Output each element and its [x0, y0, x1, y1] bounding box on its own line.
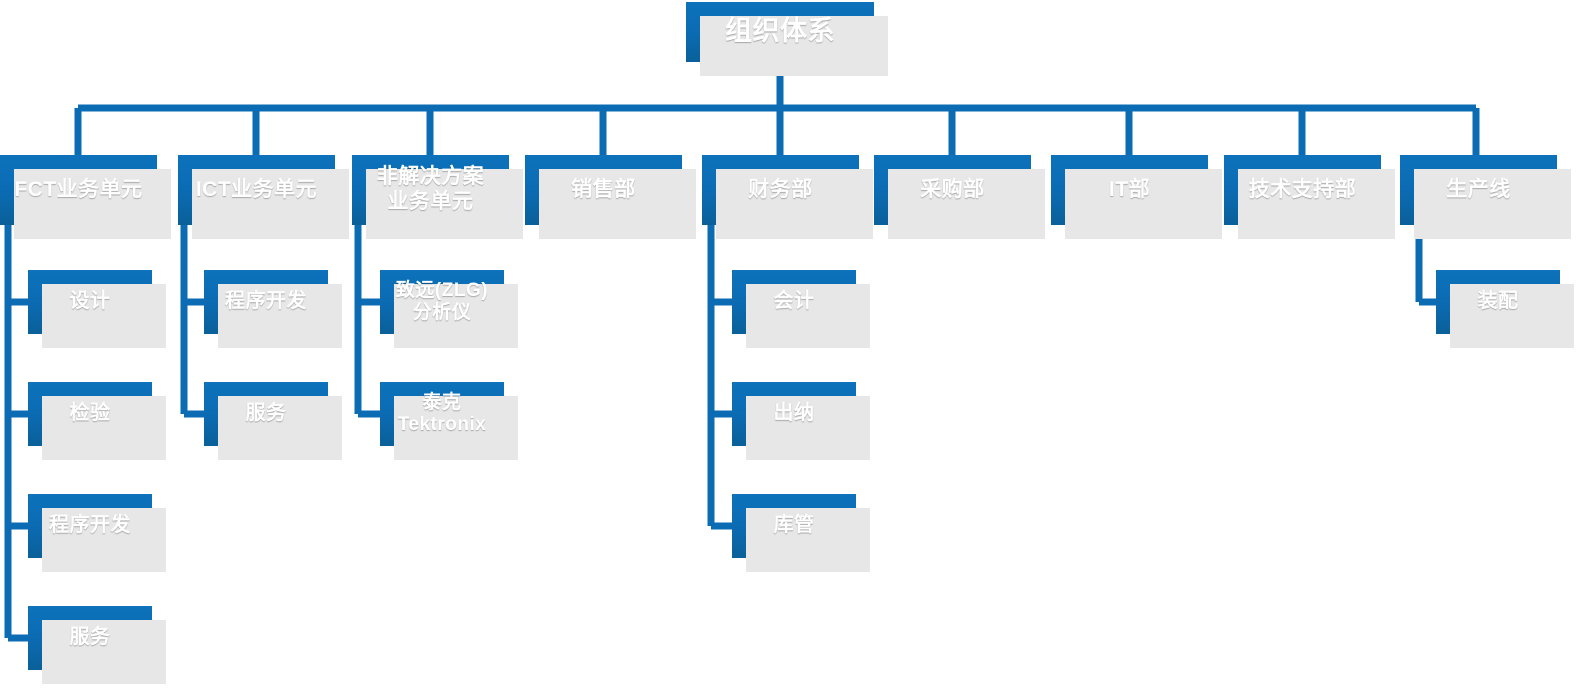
node-ict-business-unit[interactable]: ICT业务单元 [178, 155, 349, 239]
node-non-solution-business-unit[interactable]: 非解决方案 业务单元 [352, 155, 523, 239]
node-ict-program-development[interactable]: 程序开发 [204, 270, 342, 348]
node-ict-program-development-label: 程序开发 [225, 290, 307, 313]
node-root[interactable]: 组织体系 [686, 2, 888, 76]
node-production-line-label: 生产线 [1446, 177, 1511, 201]
node-finance-department[interactable]: 财务部 [702, 155, 873, 239]
node-non-solution-business-unit-label: 非解决方案 业务单元 [376, 165, 485, 213]
node-fct-business-unit-label: FCT业务单元 [14, 177, 143, 201]
node-it-department-label: IT部 [1108, 177, 1151, 201]
node-finance-warehouse-label: 库管 [773, 514, 815, 537]
node-non-solution-tektronix[interactable]: 泰克 Tektronix [380, 382, 518, 460]
node-ict-service[interactable]: 服务 [204, 382, 342, 460]
node-fct-design[interactable]: 设计 [28, 270, 166, 348]
node-tech-support-department-label: 技术支持部 [1248, 177, 1357, 201]
node-root-label: 组织体系 [725, 16, 835, 47]
node-fct-program-development[interactable]: 程序开发 [28, 494, 166, 572]
node-finance-department-label: 财务部 [748, 177, 813, 201]
node-fct-inspection[interactable]: 检验 [28, 382, 166, 460]
node-fct-service[interactable]: 服务 [28, 606, 166, 684]
node-sales-department[interactable]: 销售部 [525, 155, 696, 239]
node-production-assembly-label: 装配 [1477, 290, 1519, 313]
node-ict-business-unit-label: ICT业务单元 [195, 177, 318, 201]
node-purchasing-department-label: 采购部 [920, 177, 985, 201]
node-it-department[interactable]: IT部 [1051, 155, 1222, 239]
node-non-solution-tektronix-label: 泰克 Tektronix [397, 391, 487, 435]
node-non-solution-zlg-label: 致远(ZLG) 分析仪 [395, 279, 489, 323]
node-finance-accounting-label: 会计 [773, 290, 815, 313]
node-sales-department-label: 销售部 [571, 177, 636, 201]
node-non-solution-zlg[interactable]: 致远(ZLG) 分析仪 [380, 270, 518, 348]
node-ict-service-label: 服务 [245, 402, 287, 425]
node-production-assembly[interactable]: 装配 [1436, 270, 1574, 348]
node-finance-cashier[interactable]: 出纳 [732, 382, 870, 460]
node-fct-design-label: 设计 [69, 290, 111, 313]
node-fct-program-development-label: 程序开发 [49, 514, 131, 537]
node-tech-support-department[interactable]: 技术支持部 [1224, 155, 1395, 239]
node-fct-inspection-label: 检验 [69, 402, 111, 425]
node-finance-cashier-label: 出纳 [773, 402, 815, 425]
node-purchasing-department[interactable]: 采购部 [874, 155, 1045, 239]
node-finance-accounting[interactable]: 会计 [732, 270, 870, 348]
node-fct-service-label: 服务 [69, 626, 111, 649]
node-finance-warehouse[interactable]: 库管 [732, 494, 870, 572]
node-production-line[interactable]: 生产线 [1400, 155, 1571, 239]
node-fct-business-unit[interactable]: FCT业务单元 [0, 155, 171, 239]
